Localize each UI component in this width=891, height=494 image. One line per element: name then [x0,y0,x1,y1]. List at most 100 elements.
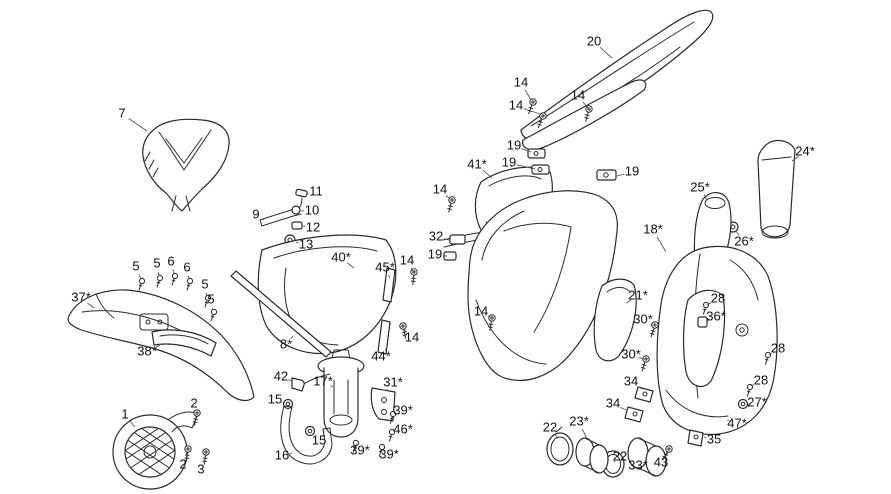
part-number-callout: 39* [350,442,370,457]
spacer-shape [697,316,708,328]
part-number-callout: 17* [313,373,333,388]
part-number-callout: 2 [190,395,197,410]
leader-line [172,269,175,275]
leader-line [187,275,190,280]
part-number-callout: 37* [71,289,91,304]
part-number-callout: 39* [393,402,413,417]
part-number-callout: 21* [628,287,648,302]
part-number-callout: 31* [383,374,403,389]
leader-line [582,101,589,109]
part-number-callout: 5 [207,291,214,306]
part-number-callout: 35 [707,431,721,446]
bolt-icon [445,195,457,214]
leader-line [613,460,616,463]
center-side-panel-shape [467,190,618,381]
hose-clamp-shape [282,398,316,437]
leader-line [521,148,532,153]
silencer-shape [757,140,796,239]
leader-line [482,169,493,179]
leader-line [410,267,414,272]
screw-icon [153,274,164,289]
rear-fender-shape [520,9,714,151]
leader-line [791,156,799,162]
part-number-callout: 14 [433,181,447,196]
part-number-callout: 41* [467,156,487,171]
grommet-shape [737,398,749,410]
part-number-callout: 19 [625,163,639,178]
trim-strip-shape [230,267,396,358]
part-number-callout: 5 [132,258,139,273]
part-number-callout: 19 [507,137,521,152]
fuel-pump-shape [298,349,365,438]
part-number-callout: 28 [771,340,785,355]
part-number-callout: 14 [509,97,523,112]
part-number-callout: 38* [137,343,157,358]
screw-icon [135,277,146,292]
part-number-callout: 42 [274,368,288,383]
part-number-callout: 14 [571,87,585,102]
leader-line [87,302,95,309]
part-number-callout: 19 [428,246,442,261]
leader-line [445,195,451,200]
part-number-callout: 45* [375,259,395,274]
leader-line [347,262,355,269]
fender-bracket-shape [443,148,617,261]
leader-line [735,230,740,236]
part-number-callout: 18* [643,221,663,236]
part-number-callout: 13 [299,236,313,251]
part-number-callout: 39* [379,446,399,461]
part-number-callout: 14 [514,74,528,89]
leader-line [620,406,627,411]
front-number-plate-shape [142,118,230,212]
leader-line [186,454,189,459]
part-number-callout: 15 [312,432,326,447]
part-number-callout: 1 [121,406,128,421]
leader-line [288,379,293,382]
part-number-callout: 25* [690,179,710,194]
leader-line [524,89,532,101]
leader-line [129,420,136,428]
leader-line [289,452,293,455]
part-number-callout: 43 [654,454,668,469]
leader-line [599,46,613,59]
leader-line [644,460,647,463]
part-number-callout: 30* [621,346,641,361]
part-number-callout: 47* [727,415,747,430]
leader-line [205,292,208,297]
leader-line [638,356,645,360]
part-number-callout: 23* [569,413,589,428]
leader-line [523,108,541,115]
part-number-callout: 33* [628,457,648,472]
part-number-callout: 6 [183,259,190,274]
leader-line [703,194,708,201]
fuel-hose-shape [280,405,333,465]
leader-line [203,458,206,463]
leader-line [625,299,632,304]
pump-bracket-shape [370,387,396,422]
fuel-elbow-shape [291,377,305,392]
leader-line [329,385,334,388]
part-number-callout: 44* [371,348,391,363]
part-number-callout: 22 [543,419,557,434]
leader-line [726,419,730,422]
part-number-callout: 7 [118,105,125,120]
leader-line [385,388,389,392]
part-number-callout: 11 [309,183,323,198]
leader-line [290,335,294,339]
part-number-callout: 34 [606,395,620,410]
part-number-callout: 28 [754,372,768,387]
part-number-callout: 10 [305,202,319,217]
leader-line [153,344,161,349]
leader-line [295,241,299,244]
leader-line [665,452,669,457]
part-number-callout: 26* [734,233,754,248]
leader-line [388,274,391,279]
part-number-callout: 9 [252,206,259,221]
leader-line [355,443,358,446]
front-fender-shape [67,289,255,402]
leader-line [656,236,667,253]
part-number-callout: 3 [197,461,204,476]
leader-line [554,434,558,438]
exhaust-sleeve-shape [575,437,609,474]
